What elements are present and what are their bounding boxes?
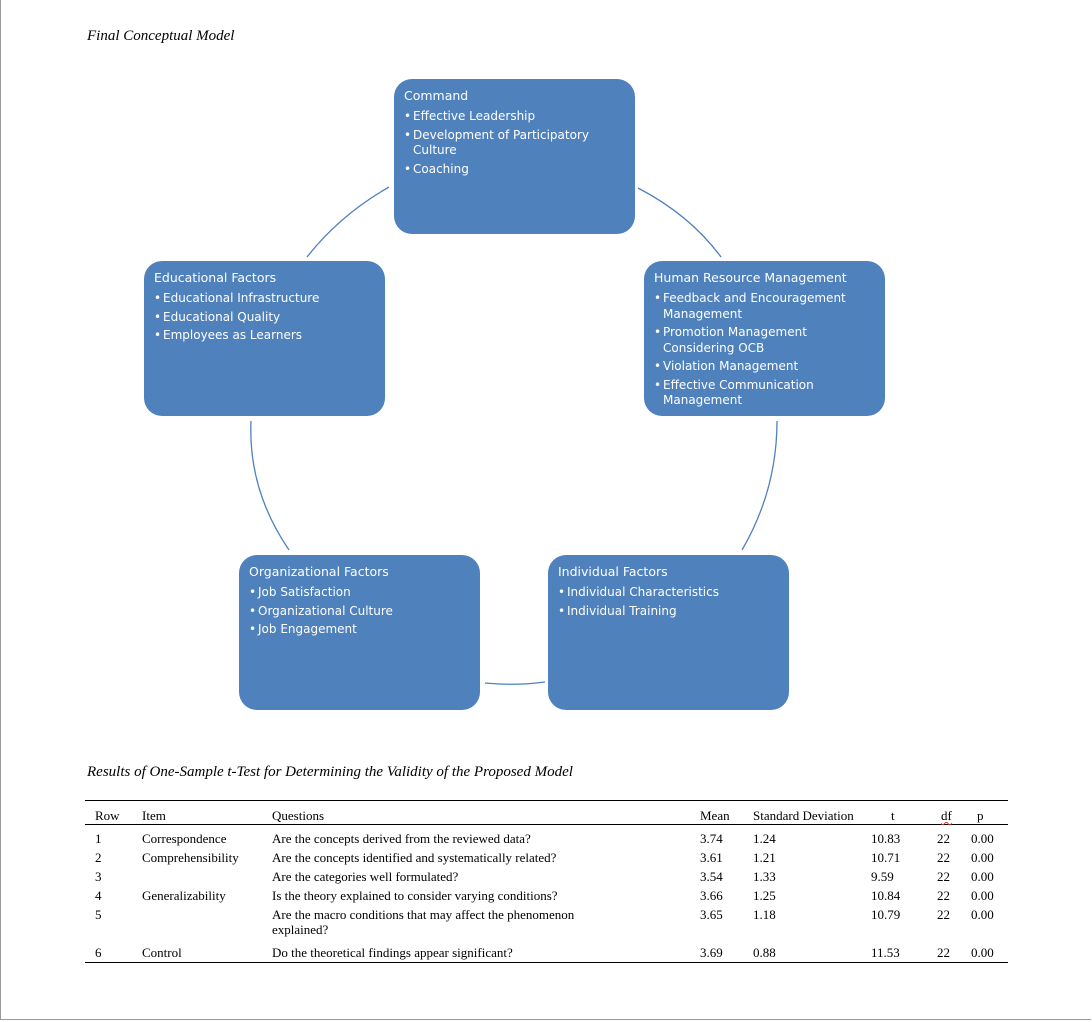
box-item: Feedback and Encouragement Management	[654, 291, 875, 322]
box-item: Employees as Learners	[154, 328, 375, 344]
box-item: Individual Characteristics	[558, 585, 779, 601]
cell-question: Are the concepts derived from the review…	[272, 831, 531, 846]
table-row: 4 Generalizability Is the theory explained…	[85, 886, 1008, 905]
cell-df: 22	[937, 831, 950, 846]
cell-t-value: 9.59	[871, 869, 894, 884]
cell-item	[142, 905, 272, 939]
cell-df: 22	[937, 850, 950, 865]
connector-educational-command	[306, 186, 390, 258]
header-df: df	[941, 808, 952, 823]
box-item: Development of Participatory Culture	[404, 128, 625, 159]
box-item: Coaching	[404, 162, 625, 178]
table-row: 5 Are the macro conditions that may affec…	[85, 905, 1008, 939]
cell-question: Is the theory explained to consider vary…	[272, 888, 558, 903]
cell-t-value: 10.71	[871, 850, 901, 865]
box-item: Promotion Management Considering OCB	[654, 325, 875, 356]
connector-command-hrm	[637, 187, 722, 258]
table-row: 3 Are the categories well formulated? 3.54…	[85, 867, 1008, 886]
cell-t-value: 10.83	[871, 831, 901, 846]
box-individual-factors: Individual Factors Individual Characteri…	[548, 555, 789, 710]
cell-standard-deviation: 1.21	[753, 850, 776, 865]
cell-row-number: 1	[95, 831, 102, 846]
header-row: Row	[95, 808, 120, 823]
box-item: Organizational Culture	[249, 604, 470, 620]
cell-df: 22	[937, 869, 950, 884]
header-t: t	[891, 808, 895, 823]
cell-row-number: 2	[95, 850, 102, 865]
cell-item: Control	[142, 945, 182, 960]
box-title: Individual Factors	[558, 564, 668, 579]
figure-caption: Final Conceptual Model	[87, 28, 235, 44]
cell-row-number: 5	[95, 907, 102, 922]
cell-standard-deviation: 1.33	[753, 869, 776, 884]
cell-standard-deviation: 1.18	[753, 907, 776, 922]
box-item: Violation Management	[654, 359, 875, 375]
cell-standard-deviation: 1.25	[753, 888, 776, 903]
cell-t-value: 10.84	[871, 888, 901, 903]
connector-hrm-individual	[741, 420, 778, 551]
connector-educational-organizational	[250, 420, 290, 551]
box-human-resource-management: Human Resource Management Feedback and E…	[644, 261, 885, 416]
table-caption: Results of One-Sample t-Test for Determi…	[87, 764, 573, 780]
cell-row-number: 6	[95, 945, 102, 960]
box-item: Effective Communication Management	[654, 378, 875, 409]
cell-p-value: 0.00	[971, 945, 994, 960]
cell-question: Do the theoretical findings appear signi…	[272, 945, 513, 960]
box-item: Job Satisfaction	[249, 585, 470, 601]
box-title: Educational Factors	[154, 270, 277, 285]
table-row: 2 Comprehensibility Are the concepts ident…	[85, 848, 1008, 867]
cell-df: 22	[937, 888, 950, 903]
cell-item	[142, 867, 272, 886]
diagram-connectors	[250, 186, 778, 685]
box-educational-factors: Educational Factors Educational Infrastr…	[144, 261, 385, 416]
cell-question: Are the macro conditions that may affect…	[272, 907, 575, 937]
header-standard-deviation: Standard Deviation	[753, 808, 854, 823]
cell-row-number: 4	[95, 888, 102, 903]
header-item: Item	[142, 808, 166, 823]
table-row: 1 Correspondence Are the concepts derived …	[85, 825, 1008, 849]
cell-p-value: 0.00	[971, 888, 994, 903]
cell-standard-deviation: 0.88	[753, 945, 776, 960]
box-organizational-factors: Organizational Factors Job Satisfaction …	[239, 555, 480, 710]
cell-question: Are the concepts identified and systemat…	[272, 850, 557, 865]
cell-mean: 3.66	[700, 888, 723, 903]
header-p: p	[977, 808, 984, 823]
cell-mean: 3.69	[700, 945, 723, 960]
table-row: 6 Control Do the theoretical findings appe…	[85, 939, 1008, 963]
connector-organizational-individual	[484, 681, 546, 685]
cell-standard-deviation: 1.24	[753, 831, 776, 846]
results-table: Row Item Questions Mean Standard Deviati…	[85, 800, 1008, 963]
cell-t-value: 11.53	[871, 945, 900, 960]
cell-question: Are the categories well formulated?	[272, 869, 459, 884]
cell-item: Comprehensibility	[142, 850, 239, 865]
cell-p-value: 0.00	[971, 907, 994, 922]
cell-p-value: 0.00	[971, 831, 994, 846]
box-item: Educational Quality	[154, 310, 375, 326]
box-item: Educational Infrastructure	[154, 291, 375, 307]
cell-p-value: 0.00	[971, 850, 994, 865]
cell-mean: 3.61	[700, 850, 723, 865]
cell-t-value: 10.79	[871, 907, 901, 922]
box-item: Effective Leadership	[404, 109, 625, 125]
cell-item: Generalizability	[142, 888, 226, 903]
box-title: Organizational Factors	[249, 564, 389, 579]
box-title: Human Resource Management	[654, 270, 847, 285]
box-item: Job Engagement	[249, 622, 470, 638]
cell-mean: 3.65	[700, 907, 723, 922]
cell-item: Correspondence	[142, 831, 227, 846]
cell-row-number: 3	[95, 869, 102, 884]
header-questions: Questions	[272, 808, 324, 823]
table-header-row: Row Item Questions Mean Standard Deviati…	[85, 800, 1008, 825]
header-mean: Mean	[700, 808, 730, 823]
cell-df: 22	[937, 907, 950, 922]
box-title: Command	[404, 88, 469, 103]
cell-df: 22	[937, 945, 950, 960]
cell-mean: 3.74	[700, 831, 723, 846]
cell-p-value: 0.00	[971, 869, 994, 884]
box-command: Command Effective Leadership Development…	[394, 79, 635, 234]
cell-mean: 3.54	[700, 869, 723, 884]
box-item: Individual Training	[558, 604, 779, 620]
